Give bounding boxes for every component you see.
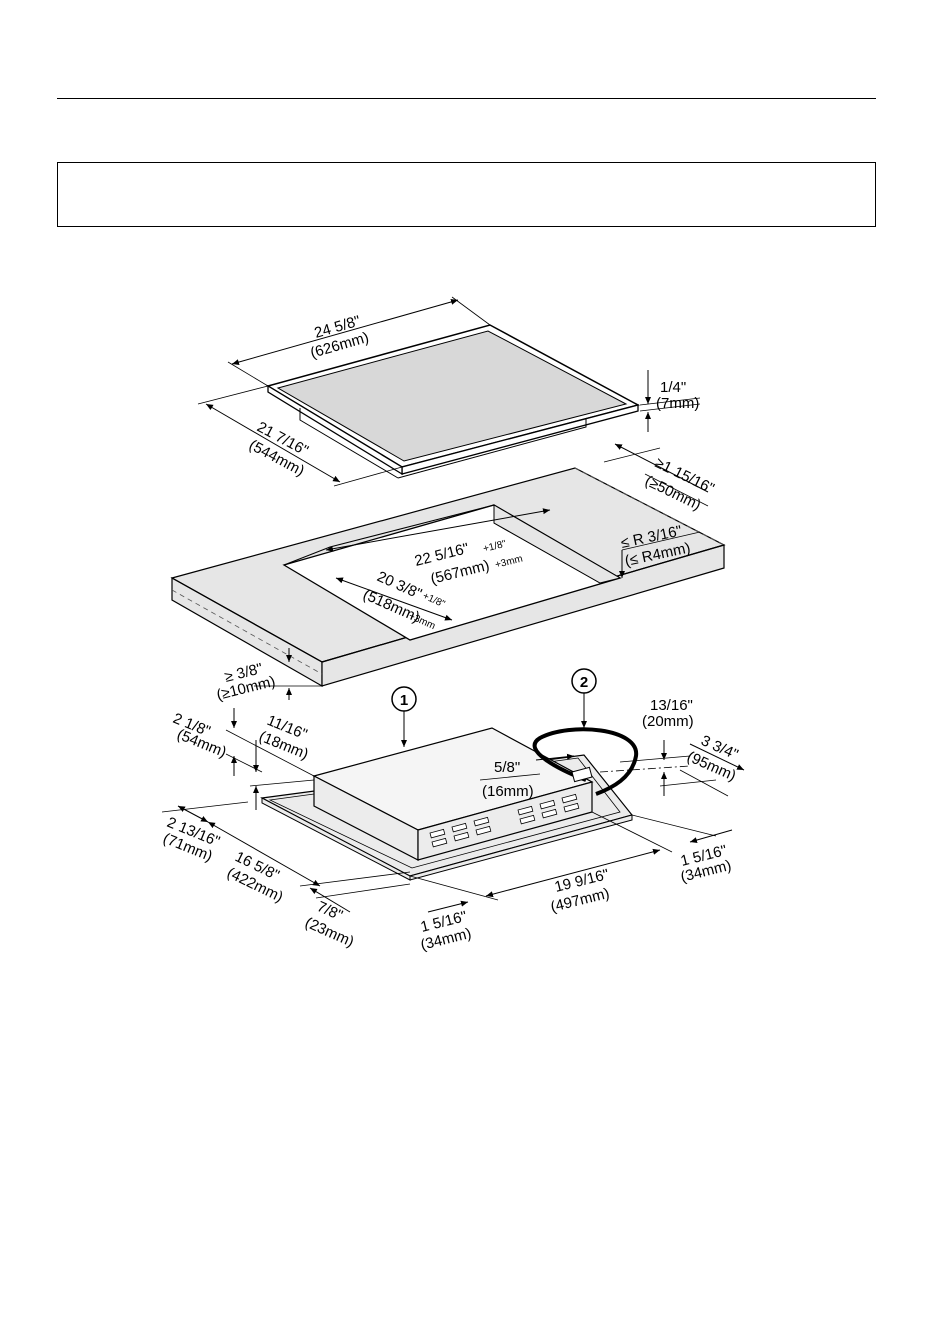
header-rule [57,98,876,99]
callout-1-label: 1 [400,692,408,709]
dim-cable-offset-in: 5/8" [494,759,520,776]
dim-front-offset: 2 13/16" (71mm) [161,801,249,865]
dim-cable-offset-mm: (16mm) [482,783,534,800]
dim-cable-offset: 5/8" (16mm) [479,753,575,800]
dim-cable-height-mm: (20mm) [642,713,694,730]
hob-body [260,727,634,881]
dim-side-right: 1 5/16" (34mm) [679,829,733,886]
hob-glass [266,324,641,479]
note-box [57,162,876,227]
dim-glass-thickness-in: 1/4" [660,379,686,396]
dim-cable-height-in: 13/16" [650,697,693,714]
dim-glass-thickness-mm: (7mm) [656,395,699,412]
dim-cable-depth: 3 3/4" (95mm) [659,732,745,797]
callout-2: 2 [571,668,597,728]
callout-1: 1 [391,686,417,747]
dim-cable-height: 13/16" (20mm) [599,697,694,796]
dim-unit-height: 2 1/8" (54mm) [171,708,315,777]
dim-unit-width: 19 9/16" (497mm) [409,811,717,916]
vent-slots [429,793,580,848]
callout-2-label: 2 [580,674,588,691]
dim-front-edge: 7/8" (23mm) [302,883,411,951]
dim-glass-thickness: 1/4" (7mm) [639,370,701,432]
power-cable [532,727,639,796]
dim-side-left: 1 5/16" (34mm) [419,900,473,954]
